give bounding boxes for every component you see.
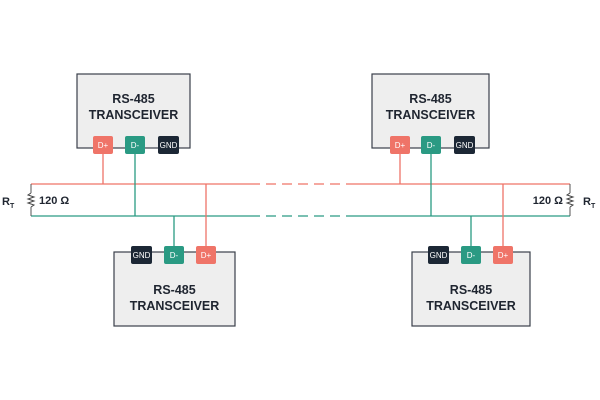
pin-label: D- (131, 141, 140, 150)
transceiver-title-line2: TRANSCEIVER (130, 299, 220, 313)
transceiver-title-line1: RS-485 (450, 283, 492, 297)
d-minus-pin (164, 246, 184, 264)
pin-label: GND (133, 251, 151, 260)
gnd-pin (428, 246, 449, 264)
transceiver-title-line2: TRANSCEIVER (89, 108, 179, 122)
d-plus-pin (196, 246, 216, 264)
right-terminator: 120 Ω RT (533, 192, 596, 210)
transceiver-title-line2: TRANSCEIVER (386, 108, 476, 122)
d-minus-pin (461, 246, 481, 264)
transceiver-bottom-right: GND D- D+ RS-485 TRANSCEIVER (411, 246, 531, 327)
d-minus-pin (421, 136, 441, 154)
d-plus-pin (493, 246, 513, 264)
resistor-value: 120 Ω (533, 195, 563, 207)
rt-label: RT (583, 196, 596, 210)
pin-label: D+ (395, 141, 406, 150)
gnd-pin (158, 136, 179, 154)
bottom-drop-wires (173, 184, 504, 246)
left-terminator: RT 120 Ω (2, 192, 69, 210)
d-minus-pin (125, 136, 145, 154)
gnd-pin (131, 246, 152, 264)
pin-label: D+ (201, 251, 212, 260)
pin-label: GND (456, 141, 474, 150)
pin-label: D- (467, 251, 476, 260)
transceiver-top-left: RS-485 TRANSCEIVER D+ D- GND (76, 73, 191, 154)
d-plus-pin (390, 136, 410, 154)
gnd-pin (454, 136, 475, 154)
transceiver-title-line1: RS-485 (153, 283, 195, 297)
pin-label: D+ (498, 251, 509, 260)
pin-label: GND (430, 251, 448, 260)
resistor-value: 120 Ω (39, 195, 69, 207)
transceiver-title-line2: TRANSCEIVER (426, 299, 516, 313)
pin-label: GND (160, 141, 178, 150)
bus-lines (30, 183, 571, 217)
rt-label: RT (2, 196, 15, 210)
pin-label: D+ (98, 141, 109, 150)
transceiver-title-line1: RS-485 (112, 92, 154, 106)
d-plus-pin (93, 136, 113, 154)
transceiver-top-right: RS-485 TRANSCEIVER D+ D- GND (371, 73, 490, 154)
pin-label: D- (427, 141, 436, 150)
transceiver-bottom-left: GND D- D+ RS-485 TRANSCEIVER (113, 246, 236, 327)
transceiver-title-line1: RS-485 (409, 92, 451, 106)
resistor-icon (26, 192, 36, 208)
pin-label: D- (170, 251, 179, 260)
top-drop-wires (102, 154, 432, 216)
resistor-icon (565, 192, 575, 208)
